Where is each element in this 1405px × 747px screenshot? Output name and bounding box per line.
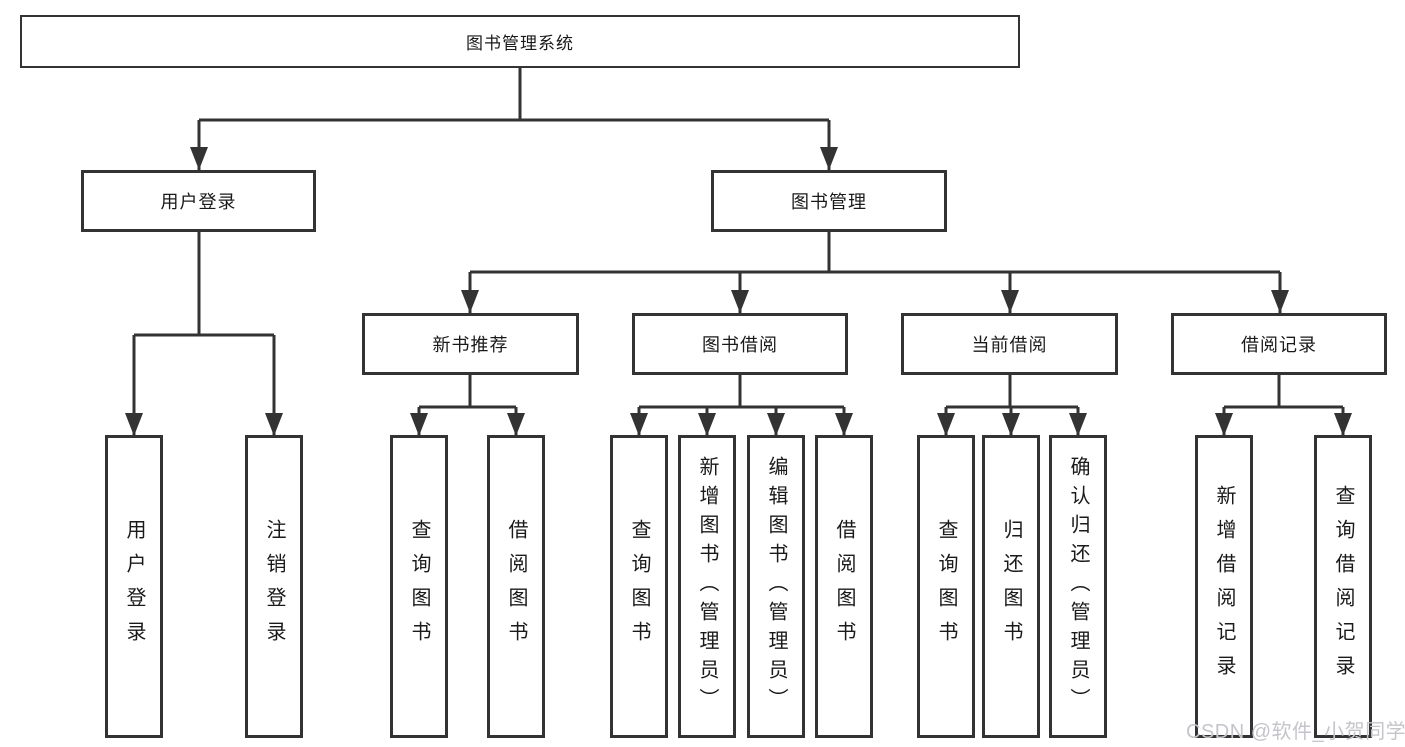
node-book-management: 图书管理 (711, 170, 947, 232)
node-user-login-label: 用户登录 (160, 192, 237, 212)
node-leaf-current-query-label: 查询图书 (935, 518, 957, 655)
node-leaf-borrow-add-admin: 新增图书（管理员） (678, 435, 736, 738)
node-borrowing-records-label: 借阅记录 (1241, 335, 1317, 355)
node-leaf-newbook-query-label: 查询图书 (408, 518, 430, 655)
node-user-login: 用户登录 (81, 170, 316, 232)
node-leaf-record-query: 查询借阅记录 (1314, 435, 1372, 738)
node-leaf-current-query: 查询图书 (917, 435, 975, 738)
connector-paths (132, 68, 1345, 435)
node-book-borrowing-label: 图书借阅 (702, 335, 778, 355)
node-current-borrowing-label: 当前借阅 (971, 335, 1048, 355)
node-leaf-newbook-query: 查询图书 (390, 435, 448, 738)
node-leaf-current-return-label: 归还图书 (1000, 518, 1022, 655)
csdn-watermark: CSDN @软件_小贺同学 (1186, 721, 1405, 743)
node-leaf-record-add-label: 新增借阅记录 (1213, 484, 1235, 689)
node-leaf-record-add: 新增借阅记录 (1195, 435, 1253, 738)
node-leaf-current-confirm-admin: 确认归还（管理员） (1049, 435, 1107, 738)
node-book-borrowing: 图书借阅 (632, 313, 848, 375)
node-leaf-current-return: 归还图书 (982, 435, 1040, 738)
node-borrowing-records: 借阅记录 (1171, 313, 1387, 375)
node-current-borrowing: 当前借阅 (901, 313, 1118, 375)
node-leaf-borrow-add-admin-label: 新增图书（管理员） (696, 456, 718, 717)
node-new-book-recommend: 新书推荐 (362, 313, 579, 375)
node-root-label: 图书管理系统 (466, 34, 574, 53)
node-book-management-label: 图书管理 (791, 192, 867, 212)
node-leaf-borrow-edit-admin: 编辑图书（管理员） (747, 435, 805, 738)
node-leaf-record-query-label: 查询借阅记录 (1332, 484, 1354, 689)
node-leaf-newbook-borrow: 借阅图书 (487, 435, 545, 738)
node-leaf-borrow-query: 查询图书 (610, 435, 668, 738)
node-new-book-recommend-label: 新书推荐 (432, 335, 509, 355)
node-root: 图书管理系统 (20, 15, 1020, 68)
node-leaf-borrow-borrow: 借阅图书 (815, 435, 873, 738)
node-leaf-logout: 注销登录 (245, 435, 303, 738)
node-leaf-borrow-borrow-label: 借阅图书 (833, 518, 855, 655)
node-leaf-user-login: 用户登录 (105, 435, 163, 738)
node-leaf-user-login-label: 用户登录 (123, 518, 145, 655)
node-leaf-newbook-borrow-label: 借阅图书 (505, 518, 527, 655)
node-leaf-current-confirm-admin-label: 确认归还（管理员） (1067, 456, 1089, 717)
node-leaf-logout-label: 注销登录 (263, 518, 285, 655)
node-leaf-borrow-query-label: 查询图书 (628, 518, 650, 655)
node-leaf-borrow-edit-admin-label: 编辑图书（管理员） (765, 456, 787, 717)
